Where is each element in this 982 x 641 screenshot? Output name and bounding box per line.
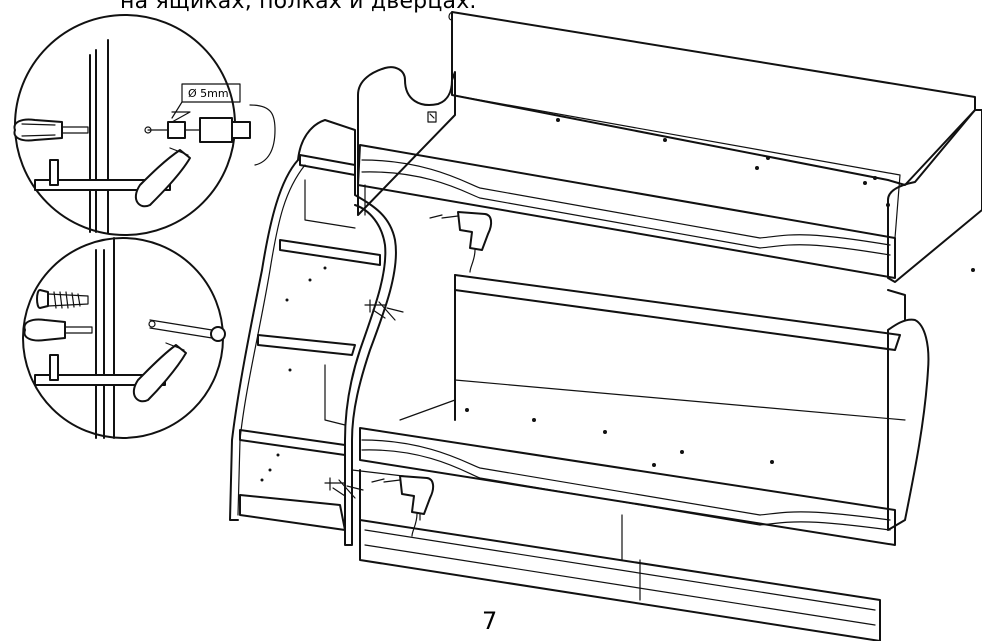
screwdriver-icon (13, 118, 89, 142)
drill-bit-label-box (181, 83, 241, 103)
confirmat-screw-icon (36, 289, 89, 309)
lower-bed-frame (359, 427, 896, 546)
page-number: 7 (482, 607, 498, 635)
upper-left-headboard (357, 66, 456, 216)
upper-right-headboard (887, 109, 982, 283)
step-4 (239, 429, 346, 456)
stair-side-panel (297, 119, 397, 546)
hand-drill-icon (147, 104, 276, 166)
step-3 (257, 334, 356, 356)
corner-bracket (427, 111, 437, 123)
step-5 (239, 494, 346, 531)
drawer-base (359, 519, 881, 641)
step-1 (299, 154, 356, 176)
drill-bit-label: Ø 5mm (188, 87, 229, 100)
clamp-icon (364, 299, 404, 321)
instruction-caption: на ящиках, полках и дверцах. (120, 0, 477, 14)
lower-slats (454, 379, 906, 421)
step-2 (279, 239, 381, 266)
bunk-bed-drawing (229, 11, 982, 641)
clamp-icon (324, 477, 364, 499)
electric-drill-icon (371, 475, 435, 537)
upper-backboard (451, 11, 976, 186)
clamp-icon (34, 147, 191, 208)
clamp-icon (34, 342, 187, 403)
lower-right-headboard (887, 318, 930, 531)
detail-drilling (13, 14, 276, 236)
screwdriver-icon (23, 318, 93, 342)
detail-screwing (22, 237, 226, 439)
electric-drill-icon (429, 211, 493, 273)
lower-backboard (454, 274, 901, 351)
screw-holes (260, 118, 975, 482)
